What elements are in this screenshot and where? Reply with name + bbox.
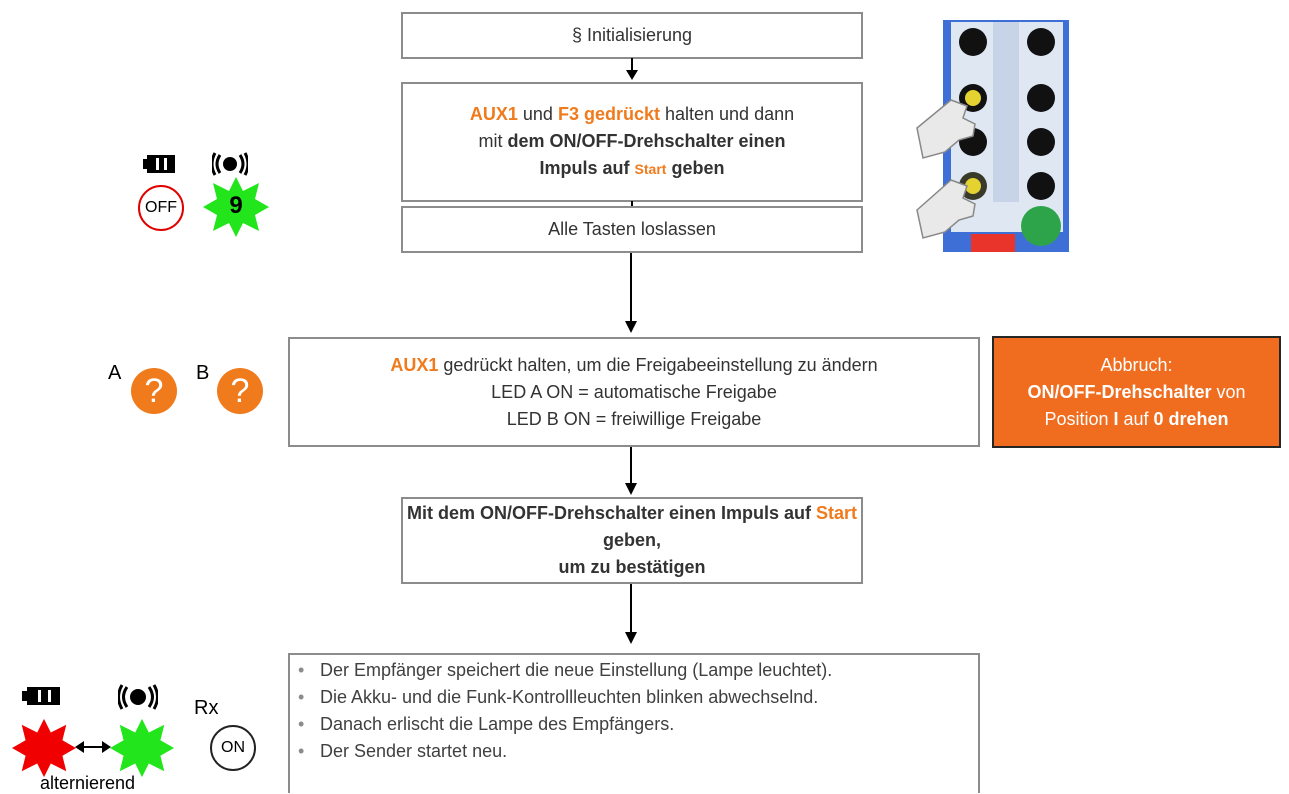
led-b-description: LED B ON = freiwillige Freigabe xyxy=(506,408,762,429)
rx-label: Rx xyxy=(194,697,219,719)
abort-line2: ON/OFF-Drehschalter von xyxy=(1027,379,1245,406)
result-list: Der Empfänger speichert die neue Einstel… xyxy=(290,657,978,765)
text-fragment: Mit dem ON/OFF-Drehschalter einen Impuls… xyxy=(406,503,817,523)
text-fragment: gedrückt halten, um die Freigabeeinstell… xyxy=(438,354,878,375)
text-fragment: ON/OFF-Drehschalter xyxy=(1027,381,1212,402)
text-fragment: ON xyxy=(221,739,245,756)
result-item: Die Akku- und die Funk-Kontrollleuchten … xyxy=(290,684,978,711)
star-number: 9 xyxy=(229,192,243,219)
step-change-release-line1: AUX1 gedrückt halten, um die Freigabeein… xyxy=(390,352,877,379)
green-star-icon xyxy=(110,718,174,778)
step-hold-keys: AUX1 und F3 gedrückt halten und dann mit… xyxy=(401,82,863,202)
start-label: Start xyxy=(816,503,858,523)
step-confirm-line1: Mit dem ON/OFF-Drehschalter einen Impuls… xyxy=(403,500,861,554)
result-item: Der Empfänger speichert die neue Einstel… xyxy=(290,657,978,684)
aux1-key-label: AUX1 xyxy=(469,104,518,124)
step-change-release: AUX1 gedrückt halten, um die Freigabeein… xyxy=(288,337,980,447)
text-fragment: auf xyxy=(1118,408,1154,429)
text-fragment: geben xyxy=(666,158,725,178)
f3-key-label: F3 gedrückt xyxy=(557,104,660,124)
text-fragment: Impuls auf xyxy=(539,158,635,178)
result-list-box: Der Empfänger speichert die neue Einstel… xyxy=(288,653,980,793)
abort-title: Abbruch: xyxy=(1100,354,1173,375)
abort-line3: Position I auf 0 drehen xyxy=(1044,406,1228,433)
text-fragment: Position xyxy=(1044,408,1114,429)
on-state-icon: ON xyxy=(210,725,256,771)
green-star-icon xyxy=(203,177,269,237)
step-hold-keys-line1: AUX1 und F3 gedrückt halten und dann xyxy=(470,101,794,128)
off-state-icon: OFF xyxy=(138,185,184,231)
text-fragment: halten und dann xyxy=(659,104,795,124)
arrow-3 xyxy=(625,253,637,333)
step-initialization-text: § Initialisierung xyxy=(571,25,693,45)
radio-signal-icon xyxy=(118,684,158,710)
led-b-label: B xyxy=(196,362,210,384)
text-fragment: OFF xyxy=(145,199,177,216)
text-fragment: von xyxy=(1211,381,1246,402)
led-b-question-icon: ? xyxy=(217,368,263,414)
led-a-description: LED A ON = automatische Freigabe xyxy=(491,381,777,402)
text-fragment: geben, xyxy=(602,530,661,550)
red-star-icon xyxy=(12,718,76,778)
alternating-arrow-icon xyxy=(75,741,111,753)
radio-signal-icon xyxy=(212,152,248,176)
battery-icon xyxy=(22,687,60,705)
step-release-keys-text: Alle Tasten loslassen xyxy=(548,219,716,239)
arrow-4 xyxy=(625,447,637,495)
step-hold-keys-line3: Impuls auf Start geben xyxy=(540,155,725,183)
text-fragment: 0 drehen xyxy=(1153,408,1229,429)
text-fragment: und xyxy=(517,104,558,124)
aux1-key-label: AUX1 xyxy=(390,354,439,375)
led-a-question-icon: ? xyxy=(131,368,177,414)
text-fragment: mit xyxy=(478,131,508,151)
step-initialization: § Initialisierung xyxy=(401,12,863,59)
battery-icon xyxy=(143,155,175,173)
abort-box: Abbruch: ON/OFF-Drehschalter von Positio… xyxy=(992,336,1281,448)
step-confirm: Mit dem ON/OFF-Drehschalter einen Impuls… xyxy=(401,497,863,584)
led-a-label: A xyxy=(108,362,122,384)
start-label: Start xyxy=(634,161,667,177)
transmitter-image xyxy=(915,20,1075,252)
step-release-keys: Alle Tasten loslassen xyxy=(401,206,863,253)
text-fragment: I xyxy=(1113,408,1119,429)
arrow-5 xyxy=(625,584,637,644)
arrow-1 xyxy=(626,58,638,80)
alternating-label: alternierend xyxy=(40,773,136,793)
result-item: Der Sender startet neu. xyxy=(290,738,978,765)
step-confirm-line2: um zu bestätigen xyxy=(558,557,706,577)
text-fragment: dem ON/OFF-Drehschalter einen xyxy=(507,131,786,151)
step-hold-keys-line2: mit dem ON/OFF-Drehschalter einen xyxy=(478,128,785,155)
result-item: Danach erlischt die Lampe des Empfängers… xyxy=(290,711,978,738)
